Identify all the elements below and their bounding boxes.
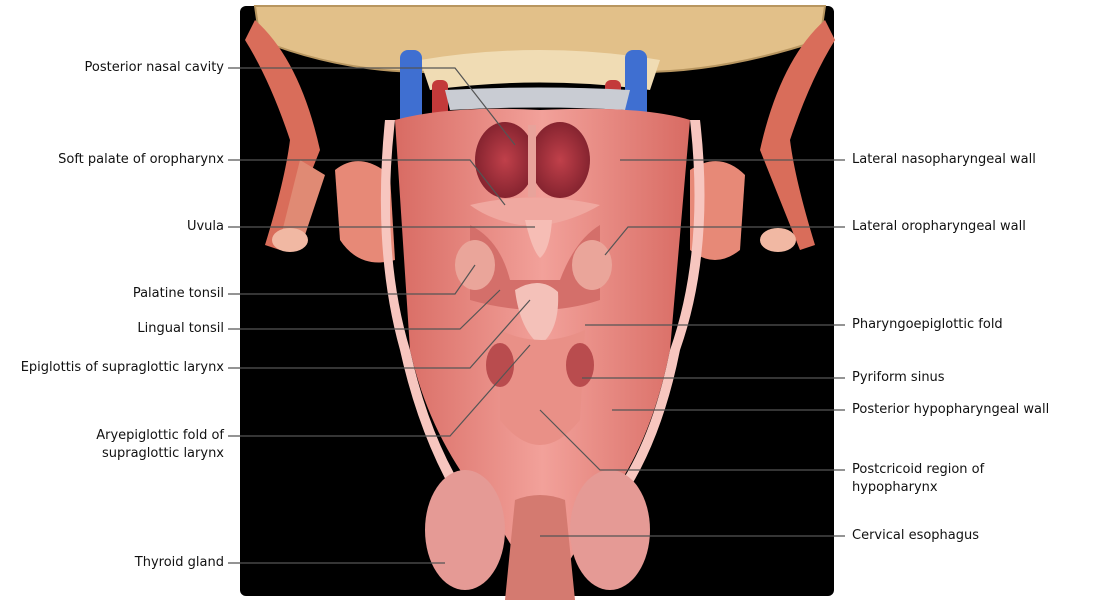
right-thyroid-lobe — [570, 470, 650, 590]
label-posterior-nasal-cavity: Posterior nasal cavity — [85, 59, 224, 77]
label-uvula: Uvula — [187, 218, 224, 236]
label-thyroid-gland: Thyroid gland — [135, 554, 224, 572]
left-thyroid-lobe — [425, 470, 505, 590]
label-posterior-hypopharyngeal-wall: Posterior hypopharyngeal wall — [852, 401, 1049, 419]
left-palatine-tonsil — [455, 240, 495, 290]
left-muscle-stump — [272, 228, 308, 252]
label-pharyngoepiglottic-fold: Pharyngoepiglottic fold — [852, 316, 1003, 334]
label-soft-palate-of-oropharynx: Soft palate of oropharynx — [58, 151, 224, 169]
label-lateral-nasopharyngeal-wall: Lateral nasopharyngeal wall — [852, 151, 1036, 169]
label-cervical-esophagus: Cervical esophagus — [852, 527, 979, 545]
esophagus — [505, 495, 575, 600]
right-palatine-tonsil — [572, 240, 612, 290]
label-lingual-tonsil: Lingual tonsil — [137, 320, 224, 338]
superior-constrictor-band — [445, 88, 630, 111]
label-pyriform-sinus: Pyriform sinus — [852, 369, 945, 387]
right-choana — [530, 122, 590, 198]
label-aryepiglottic-fold: Aryepiglottic fold of supraglottic laryn… — [24, 427, 224, 463]
nasal-septum — [528, 125, 536, 197]
label-postcricoid-region-of-hypopharynx: Postcricoid region of hypopharynx — [852, 461, 1052, 497]
right-muscle-stump — [760, 228, 796, 252]
left-choana — [475, 122, 535, 198]
label-lateral-oropharyngeal-wall: Lateral oropharyngeal wall — [852, 218, 1026, 236]
label-palatine-tonsil: Palatine tonsil — [133, 285, 224, 303]
right-pyriform-sinus — [566, 343, 594, 387]
left-pyriform-sinus — [486, 343, 514, 387]
label-epiglottis-of-supraglottic-larynx: Epiglottis of supraglottic larynx — [4, 359, 224, 377]
